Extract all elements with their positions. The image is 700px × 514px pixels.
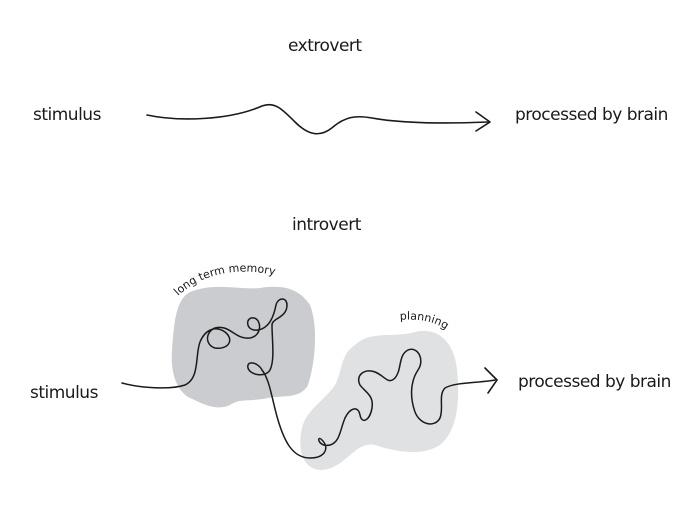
extrovert-output-label: processed by brain (515, 105, 668, 125)
introvert-title: introvert (292, 215, 361, 235)
arrowhead-icon (484, 367, 498, 394)
planning-region (300, 330, 459, 470)
extrovert-stimulus-label: stimulus (33, 105, 101, 125)
introvert-stimulus-label: stimulus (30, 383, 98, 403)
extrovert-path (146, 103, 491, 135)
long-term-memory-region (171, 286, 316, 408)
planning-label: planning (399, 309, 451, 332)
arrowhead-icon (475, 111, 491, 132)
introvert-output-label: processed by brain (518, 372, 671, 392)
introvert-path (121, 298, 498, 459)
extrovert-title: extrovert (288, 36, 362, 56)
